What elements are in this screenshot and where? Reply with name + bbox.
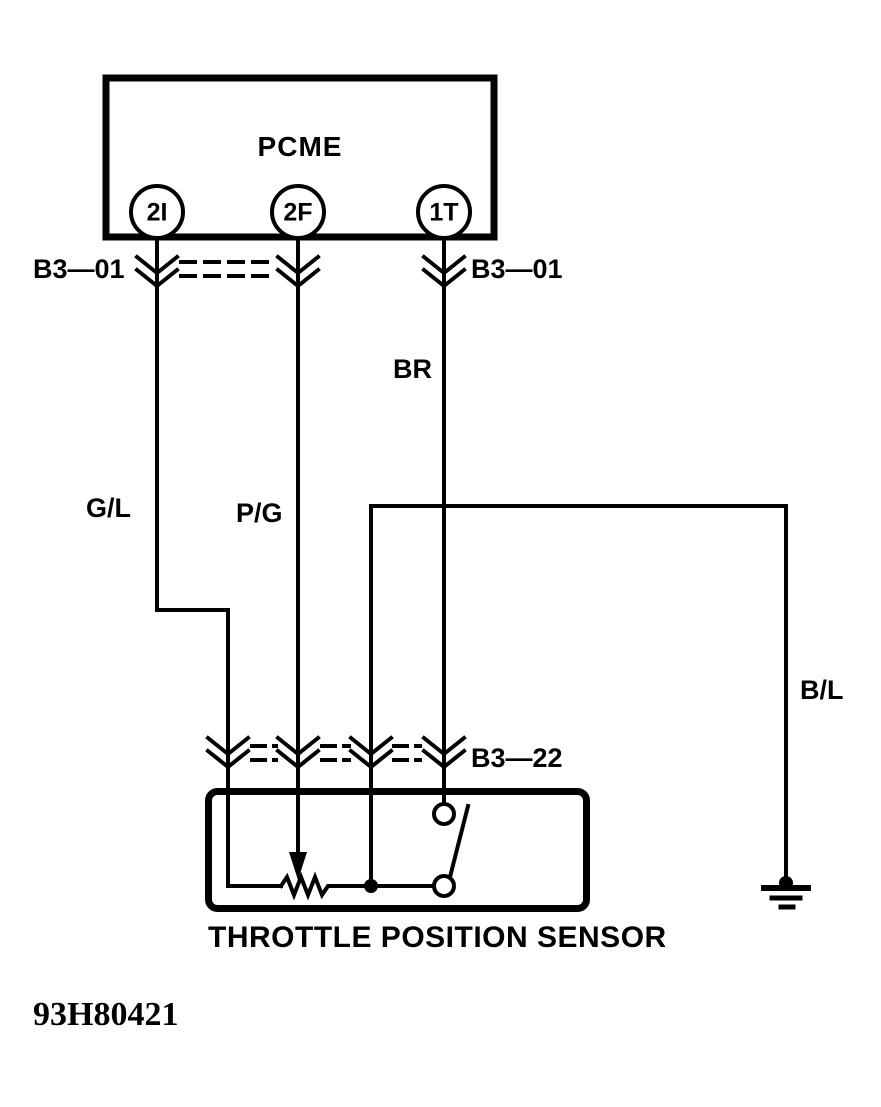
throttle-switch-icon (432, 802, 471, 898)
sensor-box (205, 788, 590, 912)
wiper-arrow-icon (289, 852, 307, 880)
junction-dot (364, 879, 378, 893)
pin-2f-label: 2F (283, 198, 313, 227)
sensor-label: THROTTLE POSITION SENSOR (208, 921, 667, 954)
br-wire-label: BR (393, 354, 432, 384)
gl-wire (155, 236, 283, 888)
potentiometer-resistor-icon (278, 871, 436, 901)
b3-22-label: B3—22 (471, 743, 563, 773)
figure-number: 93H80421 (33, 996, 179, 1033)
b3-01-left-label: B3—01 (33, 254, 125, 284)
b3-01-right-label: B3—01 (471, 254, 563, 284)
b3-22-dashed-link (250, 744, 422, 762)
pg-wire-label: P/G (236, 498, 283, 528)
pcme-label: PCME (257, 131, 343, 162)
bl-wire (369, 504, 788, 888)
pin-2i-label: 2I (146, 198, 168, 227)
gl-wire-label: G/L (86, 493, 131, 523)
pin-1t-label: 1T (429, 198, 459, 227)
b3-22-connector-icon (205, 735, 467, 770)
pin-2i-circle (129, 184, 185, 240)
pin-1t-circle (416, 184, 472, 240)
pin-2f-circle (270, 184, 326, 240)
b3-01-connector-icon (134, 254, 467, 289)
bl-wire-label: B/L (800, 675, 844, 705)
b3-01-dashed-link (179, 260, 277, 278)
ground-icon (761, 876, 811, 910)
